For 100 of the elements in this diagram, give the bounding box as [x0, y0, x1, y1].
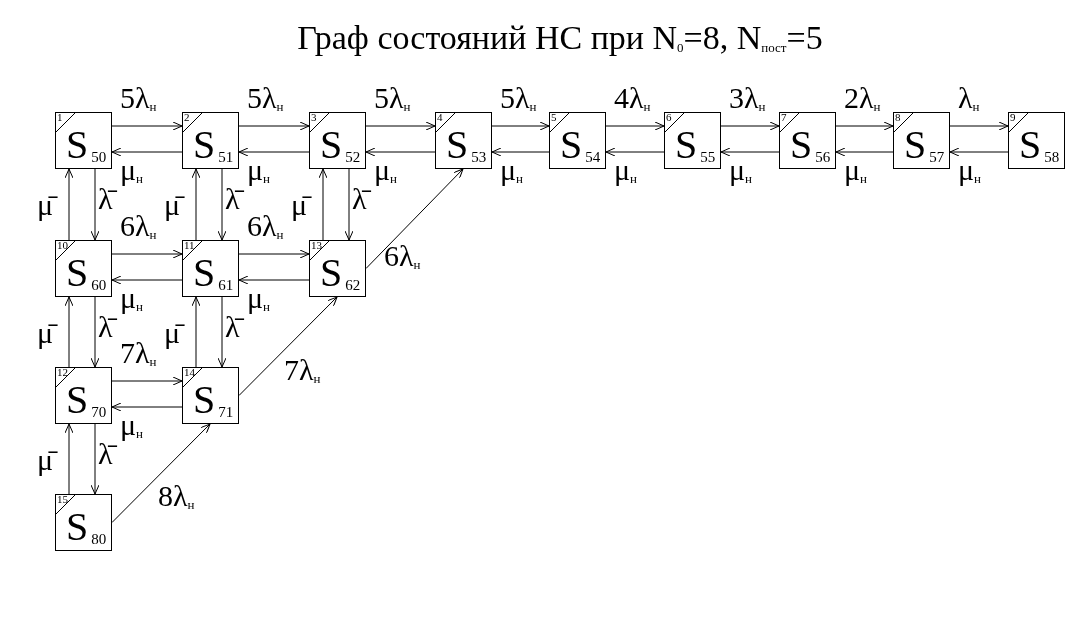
arrow: [835, 121, 894, 131]
edge-label: μ$_{н}$: [374, 156, 398, 184]
edge-label: 5λ$_{н}$: [247, 84, 284, 112]
edge-label: 7λ$_{н}$: [284, 356, 321, 384]
edge-label: 5λ$_{н}$: [374, 84, 411, 112]
arrow: [491, 121, 550, 131]
arrow: [111, 147, 183, 157]
state-label: S$_{57}$: [904, 125, 945, 165]
arrow: [835, 147, 894, 157]
arrow: [605, 147, 665, 157]
arrow: [111, 402, 183, 412]
state-box: [309, 240, 366, 297]
state-box: [893, 112, 950, 169]
state-box: [55, 367, 112, 424]
arrow: [605, 121, 665, 131]
state-label: S$_{50}$: [66, 125, 107, 165]
edge-label: μ$_{н}$: [614, 156, 638, 184]
state-label: S$_{52}$: [320, 125, 361, 165]
state-box: [779, 112, 836, 169]
state-label: S$_{56}$: [790, 125, 831, 165]
state-box: [664, 112, 721, 169]
state-number: 3: [311, 111, 317, 124]
state-box: [309, 112, 366, 169]
edge-label: μ$_{н}$: [844, 156, 868, 184]
edge-label: 6λ$_{н}$: [384, 242, 421, 270]
arrow: [90, 296, 100, 368]
arrow: [217, 168, 227, 241]
edge-label: μ$_{н}$: [958, 156, 982, 184]
edge-label: 5λ$_{н}$: [120, 84, 157, 112]
arrow: [365, 168, 464, 269]
arrow: [111, 376, 183, 386]
arrow: [491, 147, 550, 157]
edge-label: λ$_{н}$: [958, 84, 980, 112]
state-number: 8: [895, 111, 901, 124]
arrow: [64, 296, 74, 368]
state-number: 12: [57, 366, 68, 379]
arrow: [949, 121, 1009, 131]
state-label: S$_{71}$: [193, 380, 234, 420]
state-number: 9: [1010, 111, 1016, 124]
state-number: 1: [57, 111, 63, 124]
state-box: [55, 494, 112, 551]
edge-label: μ$_{н}$: [247, 156, 271, 184]
state-box: [182, 112, 239, 169]
state-label: S$_{58}$: [1019, 125, 1060, 165]
state-number: 6: [666, 111, 672, 124]
arrow: [238, 121, 310, 131]
edge-label: 5λ$_{н}$: [500, 84, 537, 112]
state-number: 2: [184, 111, 190, 124]
state-number: 10: [57, 239, 68, 252]
arrow: [238, 296, 338, 396]
state-label: S$_{55}$: [675, 125, 716, 165]
arrow: [191, 296, 201, 368]
state-label: S$_{51}$: [193, 125, 234, 165]
state-number: 11: [184, 239, 195, 252]
diagram-title: Граф состояний НС при N$_{0}$=8, N$_{пост}$=5: [296, 18, 824, 58]
edge-label: 4λ$_{н}$: [614, 84, 651, 112]
arrow: [238, 147, 310, 157]
edge-label: μ$_{н}$: [120, 156, 144, 184]
state-box: [182, 367, 239, 424]
state-number: 5: [551, 111, 557, 124]
state-box: [435, 112, 492, 169]
arrow: [111, 275, 183, 285]
state-label: S$_{60}$: [66, 253, 107, 293]
arrow: [238, 275, 310, 285]
arrow: [720, 147, 780, 157]
arrow: [111, 423, 211, 523]
state-number: 13: [311, 239, 322, 252]
arrow: [238, 249, 310, 259]
state-box: [549, 112, 606, 169]
edge-label: 6λ$_{н}$: [120, 212, 157, 240]
state-box: [55, 240, 112, 297]
state-label: S$_{61}$: [193, 253, 234, 293]
edge-label: μ$_{н}$: [120, 411, 144, 439]
state-label: S$_{62}$: [320, 253, 361, 293]
state-number: 7: [781, 111, 787, 124]
state-label: S$_{53}$: [446, 125, 487, 165]
arrow: [191, 168, 201, 241]
edge-label: μ$_{н}$: [729, 156, 753, 184]
state-number: 15: [57, 493, 68, 506]
arrow: [111, 249, 183, 259]
arrow: [64, 168, 74, 241]
edge-label: 7λ$_{н}$: [120, 339, 157, 367]
state-label: S$_{54}$: [560, 125, 601, 165]
state-box: [182, 240, 239, 297]
arrow: [365, 121, 436, 131]
arrow: [949, 147, 1009, 157]
state-box: [1008, 112, 1065, 169]
state-number: 14: [184, 366, 195, 379]
arrow: [64, 423, 74, 495]
arrow: [318, 168, 328, 241]
arrow: [90, 168, 100, 241]
edge-label: 8λ$_{н}$: [158, 482, 195, 510]
arrow: [365, 147, 436, 157]
state-number: 4: [437, 111, 443, 124]
edge-label: 6λ$_{н}$: [247, 212, 284, 240]
state-box: [55, 112, 112, 169]
state-label: S$_{70}$: [66, 380, 107, 420]
edge-label: μ$_{н}$: [247, 284, 271, 312]
edge-label: μ$_{н}$: [120, 284, 144, 312]
edge-label: 3λ$_{н}$: [729, 84, 766, 112]
